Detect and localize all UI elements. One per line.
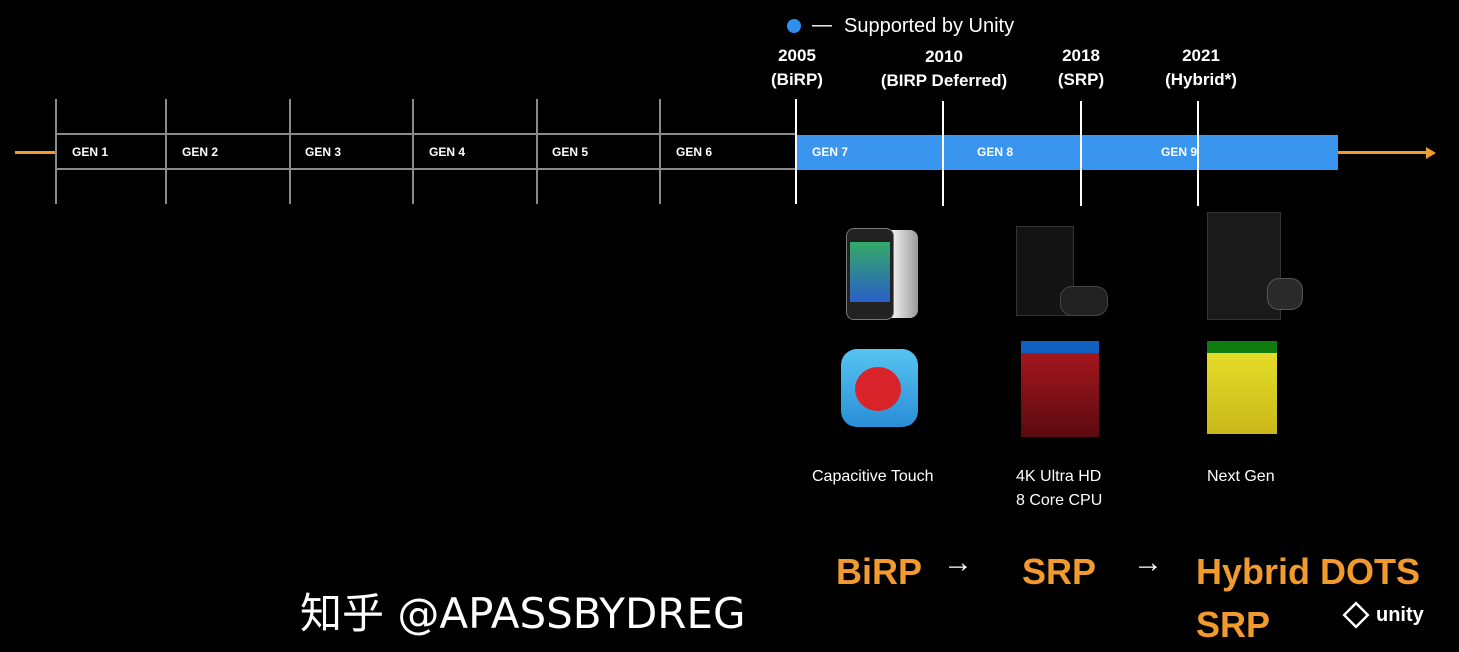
gen-label: GEN 4 — [429, 145, 466, 159]
arrow-right-icon: → — [943, 546, 973, 579]
milestone-line-2018 — [1080, 101, 1082, 206]
gen-label: GEN 7 — [812, 145, 849, 159]
unity-logo-icon — [1342, 601, 1370, 629]
arrow-right-icon: → — [1133, 546, 1163, 579]
timeline-start-line — [15, 151, 56, 154]
gen-label: GEN 9 — [1161, 145, 1198, 159]
milestone-label: (BIRP Deferred) — [880, 71, 1008, 90]
timeline-end-line — [1338, 151, 1428, 154]
unity-supported-bar — [796, 135, 1338, 170]
unity-logo-text: unity — [1376, 604, 1424, 626]
milestone-2010: 2010 (BIRP Deferred) — [881, 45, 1007, 93]
grid-bottom — [56, 168, 796, 170]
gen-label: GEN 2 — [182, 145, 219, 159]
milestone-year: 2018 — [1062, 46, 1100, 65]
legend-dash: — — [812, 14, 832, 36]
grid-divider — [55, 99, 57, 204]
milestone-label: (Hybrid*) — [1165, 70, 1237, 89]
milestone-line-2010 — [942, 101, 944, 206]
gen-label: GEN 6 — [676, 145, 713, 159]
ps4-image — [1014, 226, 1108, 318]
milestone-2021: 2021 (Hybrid*) — [1165, 44, 1237, 92]
pipeline-hybrid-srp: SRP — [1196, 604, 1271, 645]
watermark: 知乎 @APASSBYDREG — [300, 589, 746, 638]
cyberpunk-cover — [1207, 341, 1277, 434]
milestone-year: 2010 — [925, 47, 963, 66]
milestone-year: 2021 — [1182, 46, 1220, 65]
gen-label: GEN 3 — [305, 145, 342, 159]
grid-divider — [289, 99, 291, 204]
grid-divider — [659, 99, 661, 204]
iphone-image — [846, 228, 918, 320]
legend-label: Supported by Unity — [844, 15, 1015, 37]
timeline-arrowhead-icon — [1426, 147, 1436, 159]
caption-gen8-line1: 4K Ultra HD — [1016, 468, 1102, 485]
spider-man-cover — [1021, 341, 1099, 437]
milestone-label: (BiRP) — [771, 70, 823, 89]
milestone-line-2005 — [795, 99, 797, 204]
grid-divider — [412, 99, 414, 204]
milestone-2005: 2005 (BiRP) — [771, 44, 823, 92]
caption-gen7: Capacitive Touch — [812, 468, 934, 485]
milestone-2018: 2018 (SRP) — [1058, 44, 1104, 92]
pipeline-hybrid-dots: Hybrid DOTS — [1196, 551, 1421, 592]
milestone-line-2021 — [1197, 101, 1199, 206]
gen-label: GEN 8 — [977, 145, 1014, 159]
caption-gen8-line2: 8 Core CPU — [1016, 492, 1103, 509]
legend-dot — [787, 19, 801, 33]
pipeline-birp: BiRP — [836, 551, 923, 592]
grid-divider — [536, 99, 538, 204]
grid-divider — [165, 99, 167, 204]
milestone-label: (SRP) — [1057, 70, 1105, 89]
pipeline-srp: SRP — [1022, 551, 1097, 592]
gen-label: GEN 1 — [72, 145, 109, 159]
gen-label: GEN 5 — [552, 145, 589, 159]
xbox-image — [1205, 212, 1303, 320]
caption-gen9: Next Gen — [1207, 468, 1275, 485]
milestone-year: 2005 — [778, 46, 816, 65]
angry-birds-icon — [841, 349, 918, 427]
grid-top — [56, 133, 796, 135]
